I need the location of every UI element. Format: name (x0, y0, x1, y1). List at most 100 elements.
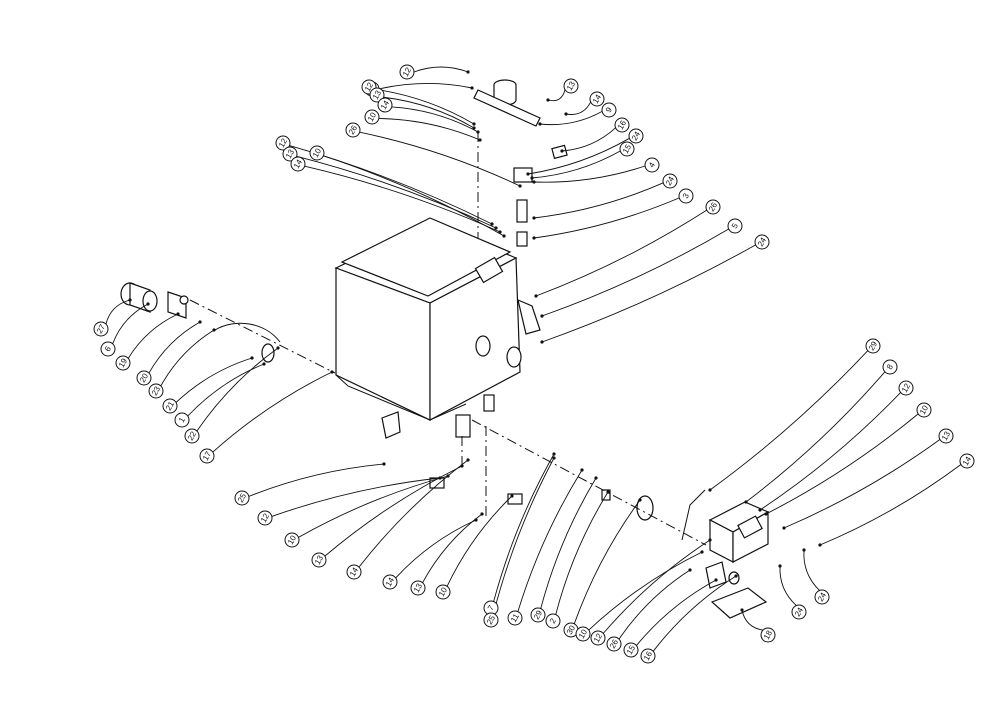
callout-bubble (345, 122, 361, 138)
leader-line (541, 244, 756, 343)
callout-bubble (628, 128, 644, 144)
leader-arrow (490, 222, 494, 226)
callout-bubbles: 1210131491213141016262415412131410243265… (93, 64, 975, 664)
leader-line (527, 137, 630, 175)
leader-arrow (494, 226, 498, 230)
callout-bubble (575, 626, 591, 642)
leader-line (212, 371, 333, 453)
callout-5: 5 (727, 218, 743, 234)
leader-line (555, 491, 609, 615)
callout-bubble (162, 398, 178, 414)
leader-arrow (212, 328, 216, 332)
leader-line (160, 329, 215, 387)
callout-bubble (614, 117, 630, 133)
control-conduit (681, 489, 706, 541)
access-cover (710, 587, 768, 619)
callout-bubble (601, 102, 617, 118)
chute-slide-bracket (516, 199, 528, 223)
callout-bubble (275, 135, 291, 151)
axis-line (189, 299, 336, 374)
leader-arrow (176, 312, 180, 316)
leader-arrow (518, 184, 522, 188)
callout-bubble (814, 589, 830, 605)
leader-arrow (276, 346, 280, 350)
callout-13: 13 (282, 146, 298, 162)
callout-26: 26 (606, 636, 622, 652)
leader-arrow (708, 488, 712, 492)
callout-bubble (483, 612, 499, 628)
leader-arrow (198, 320, 202, 324)
chute-slide-bracket (516, 231, 528, 247)
leader-arrow (530, 176, 534, 180)
chute-knob (551, 144, 568, 160)
callout-bubble (257, 510, 273, 526)
drive-gear-housing (381, 411, 401, 439)
leader-line (745, 371, 886, 503)
callout-bubble (100, 341, 116, 357)
leader-arrow (510, 494, 514, 498)
leader-line (112, 303, 149, 344)
leader-line (517, 469, 583, 612)
callout-22: 22 (184, 428, 200, 444)
callout-bubble (865, 338, 881, 354)
callout-bubble (282, 146, 298, 162)
callout-25: 25 (483, 612, 499, 628)
leader-arrow (594, 476, 598, 480)
leader-arrow (552, 456, 556, 460)
callout-13: 13 (563, 78, 579, 94)
callout-14: 14 (382, 574, 398, 590)
callout-10: 10 (916, 402, 932, 418)
callout-15: 15 (623, 642, 639, 658)
bearing-block (455, 414, 471, 438)
leader-arrow (740, 608, 744, 612)
leader-line (709, 350, 869, 491)
leader-line (375, 88, 475, 125)
leader-line (271, 477, 441, 517)
callout-bubble (346, 564, 362, 580)
leader-arrow (714, 578, 718, 582)
callout-8: 8 (882, 359, 898, 375)
leader-line (531, 150, 621, 179)
callout-14: 14 (959, 453, 975, 469)
control-knob (728, 571, 740, 585)
callout-3: 3 (678, 188, 694, 204)
callout-bubble (589, 91, 605, 107)
leader-arrow (532, 236, 536, 240)
callout-bubble (369, 87, 385, 103)
leader-line (759, 392, 901, 511)
leader-line (602, 539, 711, 634)
callout-13: 13 (938, 428, 954, 444)
leader-line (127, 313, 179, 359)
callout-bubble (916, 402, 932, 418)
callout-25: 25 (234, 490, 250, 506)
leader-arrow (502, 234, 506, 238)
callout-10: 10 (284, 532, 300, 548)
leader-arrow (580, 468, 584, 472)
leader-arrow (262, 362, 266, 366)
callout-bubble (898, 380, 914, 396)
callout-bubble (199, 448, 215, 464)
callout-12: 12 (590, 630, 606, 646)
leader-line (395, 519, 477, 579)
leader-line (378, 118, 481, 141)
callout-bubble (309, 145, 325, 161)
callout-bubble (678, 188, 694, 204)
leader-line (359, 131, 521, 187)
leader-line (533, 182, 664, 219)
leader-arrow (540, 340, 544, 344)
leader-arrow (700, 550, 704, 554)
callout-13: 13 (311, 552, 327, 568)
callout-bubble (590, 630, 606, 646)
leader-line (391, 106, 479, 133)
callout-label: 6 (103, 344, 113, 353)
callout-bubble (882, 359, 898, 375)
leader-line (533, 197, 680, 239)
callout-bubble (563, 78, 579, 94)
callout-10: 10 (435, 584, 451, 600)
leader-arrow (818, 543, 822, 547)
leader-arrow (552, 452, 556, 456)
callout-bubble (284, 532, 300, 548)
leader-arrow (466, 70, 470, 74)
leader-line (803, 549, 820, 591)
